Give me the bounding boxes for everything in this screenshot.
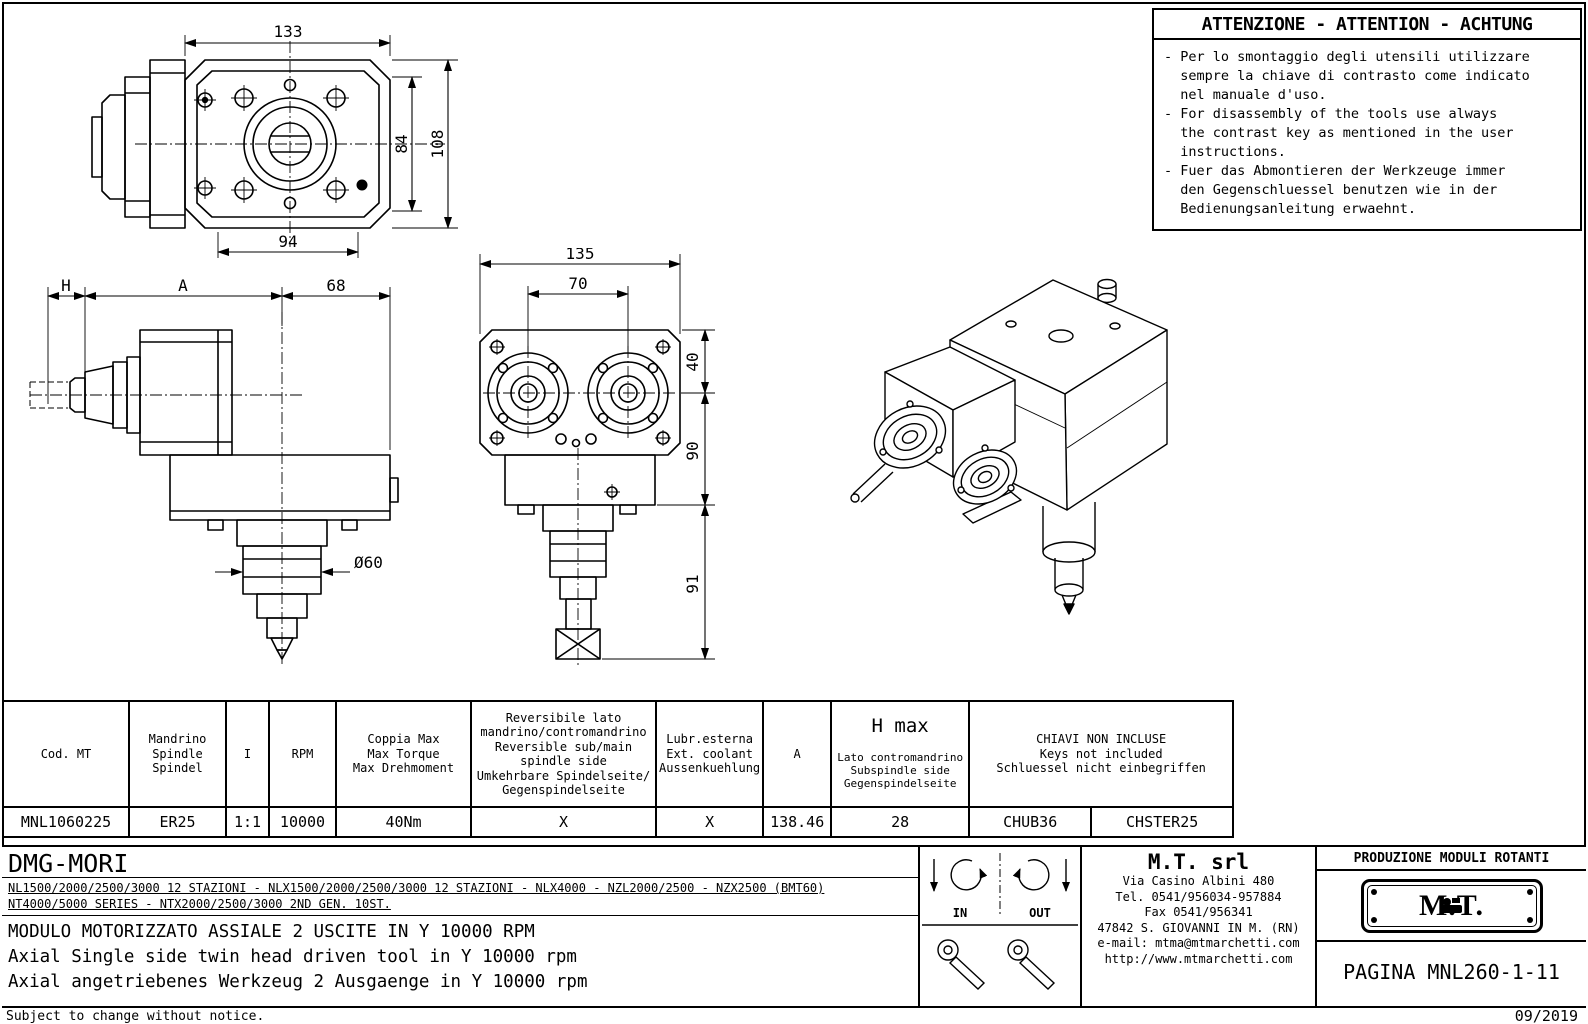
cell-spindle: ER25	[128, 806, 227, 838]
mt-logo: M.T.	[1360, 878, 1543, 933]
key-icon-1	[937, 939, 986, 990]
dim-label-68: 68	[326, 278, 345, 295]
description-italian: MODULO MOTORIZZATO ASSIALE 2 USCITE IN Y…	[8, 922, 535, 942]
col-header-a: A	[762, 700, 833, 808]
col-header-cod-mt: Cod. MT	[2, 700, 130, 808]
col-header-torque: Coppia Max Max Torque Max Drehmoment	[335, 700, 472, 808]
rotation-and-keys-icons: IN OUT	[920, 847, 1082, 1006]
spec-data-row: MNL1060225 ER25 1:1 10000 40Nm X X 138.4…	[2, 806, 1235, 838]
company-city: 47842 S. GIOVANNI IN M. (RN)	[1097, 920, 1300, 935]
isometric-view-drawing	[850, 278, 1168, 615]
title-block-right: PRODUZIONE MODULI ROTANTI M.T. PAGINA MN…	[1317, 847, 1586, 1006]
cell-hmax: 28	[830, 806, 971, 838]
production-label: PRODUZIONE MODULI ROTANTI	[1317, 847, 1586, 871]
revision-date: 09/2019	[1514, 1007, 1578, 1024]
cell-reversible: X	[470, 806, 657, 838]
company-name: M.T. srl	[1147, 850, 1250, 874]
attention-title: ATTENZIONE - ATTENTION - ACHTUNG	[1154, 10, 1580, 40]
side-view-drawing: H A 68 Ø60	[29, 278, 399, 666]
manufacturer-block: M.T. srl Via Casino Albini 480 Tel. 0541…	[1082, 847, 1317, 1006]
cell-key1: CHUB36	[968, 806, 1093, 838]
dim-label-70: 70	[568, 274, 587, 293]
mt-logo-machine-icon	[1441, 897, 1462, 913]
attention-text-italian: - Per lo smontaggio degli utensili utili…	[1164, 49, 1530, 103]
col-header-rpm: RPM	[268, 700, 337, 808]
cell-a: 138.46	[762, 806, 833, 838]
hmax-title: H max	[871, 714, 929, 737]
col-header-reversible: Reversibile lato mandrino/contromandrino…	[470, 700, 657, 808]
dim-label-90: 90	[683, 441, 702, 460]
hmax-subtitle: Lato contromandrino Subspindle side Gege…	[837, 750, 964, 790]
page-number: PAGINA MNL260-1-11	[1343, 960, 1560, 984]
col-header-ratio: I	[225, 700, 270, 808]
title-block: DMG-MORI NL1500/2000/2500/3000 12 STAZIO…	[2, 845, 1586, 1006]
logo-area: M.T.	[1317, 871, 1586, 942]
attention-box: ATTENZIONE - ATTENTION - ACHTUNG - Per l…	[1152, 8, 1582, 231]
col-header-coolant: Lubr.esterna Ext. coolant Aussenkuehlung	[654, 700, 765, 808]
in-label: IN	[953, 906, 967, 920]
company-fax: Fax 0541/956341	[1144, 905, 1253, 919]
company-email: e-mail: mtma@mtmarchetti.com	[1097, 936, 1300, 950]
company-website: http://www.mtmarchetti.com	[1104, 951, 1293, 966]
key-icon-2	[1007, 939, 1056, 990]
company-phone: Tel. 0541/956034-957884	[1115, 889, 1282, 904]
attention-body: - Per lo smontaggio degli utensili utili…	[1154, 40, 1580, 229]
dim-label-a: A	[178, 278, 188, 295]
dim-label-135: 135	[566, 248, 595, 263]
title-block-left: DMG-MORI NL1500/2000/2500/3000 12 STAZIO…	[2, 847, 920, 1006]
cell-cod-mt: MNL1060225	[2, 806, 130, 838]
cell-coolant: X	[654, 806, 765, 838]
out-label: OUT	[1029, 906, 1051, 920]
description-german: Axial angetriebenes Werkzeug 2 Ausgaenge…	[8, 972, 588, 992]
customer-brand: DMG-MORI	[2, 847, 918, 878]
dim-label-40: 40	[683, 352, 702, 371]
dim-label-133: 133	[274, 22, 303, 41]
cell-key2: CHSTER25	[1090, 806, 1235, 838]
tool-description: MODULO MOTORIZZATO ASSIALE 2 USCITE IN Y…	[2, 916, 918, 995]
dim-label-84: 84	[392, 134, 411, 153]
dim-label-94: 94	[278, 232, 297, 251]
col-header-hmax: H max Lato contromandrino Subspindle sid…	[830, 700, 971, 808]
company-address: Via Casino Albini 480	[1122, 874, 1275, 888]
cell-torque: 40Nm	[335, 806, 472, 838]
dim-label-d60: Ø60	[354, 553, 383, 572]
out-rotation-icon	[1012, 859, 1050, 891]
attention-text-german: - Fuer das Abmontieren der Werkzeuge imm…	[1164, 163, 1506, 217]
machine-list-line1: NL1500/2000/2500/3000 12 STAZIONI - NLX1…	[8, 881, 825, 895]
col-header-spindle: Mandrino Spindle Spindel	[128, 700, 227, 808]
machine-list: NL1500/2000/2500/3000 12 STAZIONI - NLX1…	[2, 878, 918, 916]
dim-label-h: H	[61, 278, 71, 295]
sheet-border	[2, 2, 1586, 1008]
cell-ratio: 1:1	[225, 806, 270, 838]
machine-list-line2: NT4000/5000 SERIES - NTX2000/2500/3000 2…	[8, 897, 391, 911]
rotation-direction-icons: IN OUT	[922, 853, 1078, 990]
top-view-drawing: 133 94 84 108	[91, 22, 458, 258]
spec-table: Cod. MT Mandrino Spindle Spindel I RPM C…	[2, 700, 1235, 838]
description-english: Axial Single side twin head driven tool …	[8, 947, 577, 967]
col-header-keys: CHIAVI NON INCLUSE Keys not included Sch…	[968, 700, 1235, 808]
dim-label-91: 91	[683, 574, 702, 593]
change-notice: Subject to change without notice.	[6, 1009, 265, 1024]
dim-label-108: 108	[428, 130, 447, 159]
in-rotation-icon	[950, 859, 988, 891]
front-view-drawing: 135 70 40 90 91	[479, 248, 715, 668]
attention-text-english: - For disassembly of the tools use alway…	[1164, 106, 1514, 160]
spec-header-row: Cod. MT Mandrino Spindle Spindel I RPM C…	[2, 700, 1235, 808]
cell-rpm: 10000	[268, 806, 337, 838]
